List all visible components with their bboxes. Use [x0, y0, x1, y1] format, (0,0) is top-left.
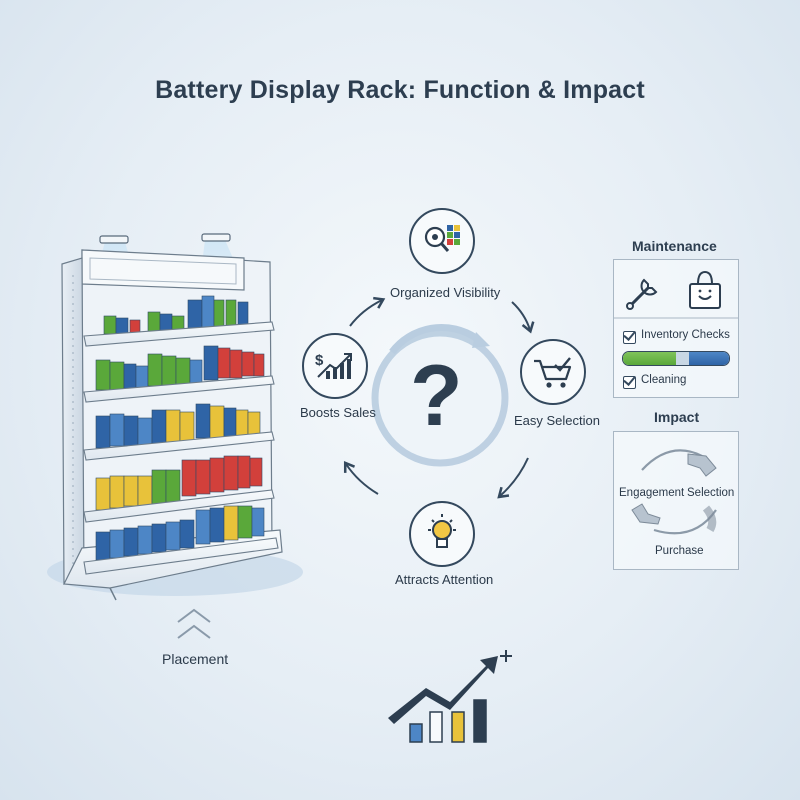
- inventory-checks-checkbox[interactable]: [623, 331, 636, 344]
- wrench-icon: [626, 278, 658, 310]
- svg-text:$: $: [315, 352, 324, 369]
- arrow-sales-to-visibility: [349, 296, 386, 327]
- page-title: Battery Display Rack: Function & Impact: [155, 76, 645, 104]
- arrow-attention-to-sales: [343, 460, 379, 495]
- organized-visibility-node: [409, 208, 475, 274]
- sales-chart-icon: $: [315, 352, 352, 379]
- cleaning-checkbox[interactable]: [623, 376, 636, 389]
- impact-stage-engagement: Engagement: [619, 487, 685, 499]
- inventory-checks-label: Inventory Checks: [641, 329, 730, 341]
- maintenance-panel: Inventory Checks Cleaning: [613, 259, 739, 398]
- attracts-attention-node: [409, 501, 475, 567]
- boosts-sales-label: Boosts Sales: [300, 405, 376, 420]
- easy-selection-node: [520, 339, 586, 405]
- impact-stage-purchase: Purchase: [655, 545, 704, 557]
- maintenance-progress-bar: [622, 351, 730, 366]
- boosts-sales-node: $: [302, 333, 368, 399]
- refresh-arrow-icon: [472, 332, 490, 348]
- impact-panel: Engagement Selection Purchase: [613, 431, 739, 570]
- arrow-selection-to-attention: [497, 457, 529, 499]
- impact-stage-selection: Selection: [687, 487, 735, 499]
- progress-fill: [623, 352, 676, 365]
- impact-cycle-arrows-icon: [631, 449, 717, 535]
- cleaning-label: Cleaning: [641, 374, 687, 386]
- magnifier-grid-icon: [424, 225, 460, 252]
- attracts-attention-label: Attracts Attention: [395, 572, 494, 587]
- arrow-visibility-to-selection: [511, 301, 535, 334]
- cycle-center-question-mark: ?: [410, 348, 463, 444]
- impact-heading: Impact: [654, 409, 700, 425]
- organized-visibility-label: Organized Visibility: [390, 285, 501, 300]
- maintenance-heading: Maintenance: [632, 238, 717, 254]
- placement-label: Placement: [162, 651, 229, 667]
- lightbulb-icon: [428, 514, 456, 548]
- easy-selection-label: Easy Selection: [514, 413, 600, 428]
- shopping-cart-check-icon: [534, 357, 572, 388]
- shopping-bag-icon: [689, 270, 721, 309]
